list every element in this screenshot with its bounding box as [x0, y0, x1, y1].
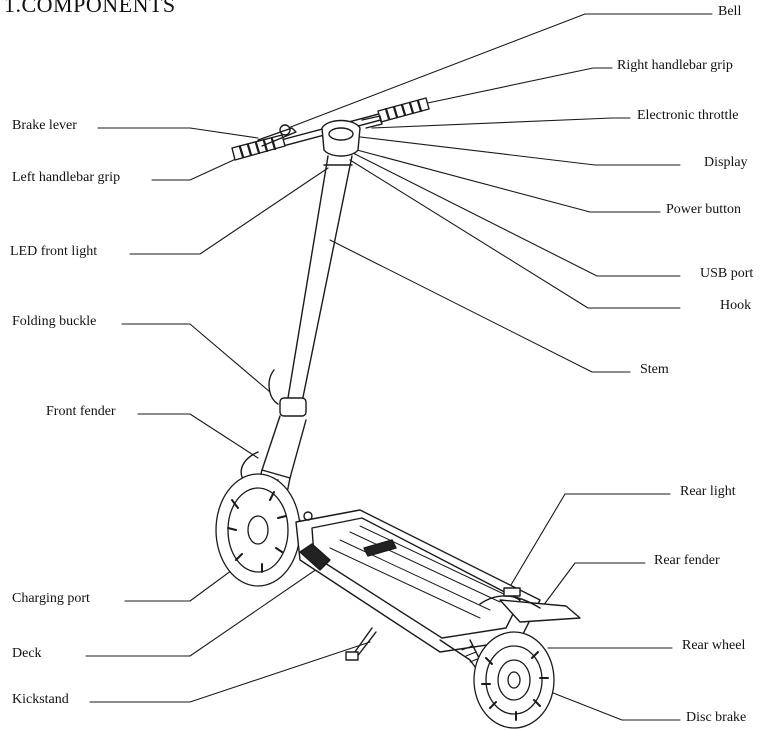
- handlebar: [232, 98, 429, 160]
- label-brake-lever: Brake lever: [12, 118, 77, 134]
- label-disc-brake: Disc brake: [686, 710, 746, 726]
- label-front-fender: Front fender: [46, 404, 116, 420]
- front-wheel: [216, 474, 300, 586]
- leader-lines-left: [86, 128, 370, 702]
- label-power-button: Power button: [666, 202, 741, 218]
- label-led-front-light: LED front light: [10, 244, 97, 260]
- label-stem: Stem: [640, 362, 669, 378]
- stem: [269, 156, 352, 416]
- label-charging-port: Charging port: [12, 591, 90, 607]
- label-rear-fender: Rear fender: [654, 553, 720, 569]
- label-kickstand: Kickstand: [12, 692, 69, 708]
- label-rear-wheel: Rear wheel: [682, 638, 745, 654]
- label-folding-buckle: Folding buckle: [12, 314, 96, 330]
- rear-wheel: [474, 632, 554, 728]
- label-right-handlebar-grip: Right handlebar grip: [617, 58, 733, 74]
- label-display: Display: [704, 155, 748, 171]
- label-bell: Bell: [718, 4, 741, 20]
- kickstand: [346, 628, 376, 660]
- label-electronic-throttle: Electronic throttle: [637, 108, 738, 124]
- label-left-handlebar-grip: Left handlebar grip: [12, 170, 120, 186]
- label-usb-port: USB port: [700, 266, 753, 282]
- label-rear-light: Rear light: [680, 484, 736, 500]
- label-deck: Deck: [12, 646, 42, 662]
- label-hook: Hook: [720, 298, 751, 314]
- deck: [296, 510, 540, 652]
